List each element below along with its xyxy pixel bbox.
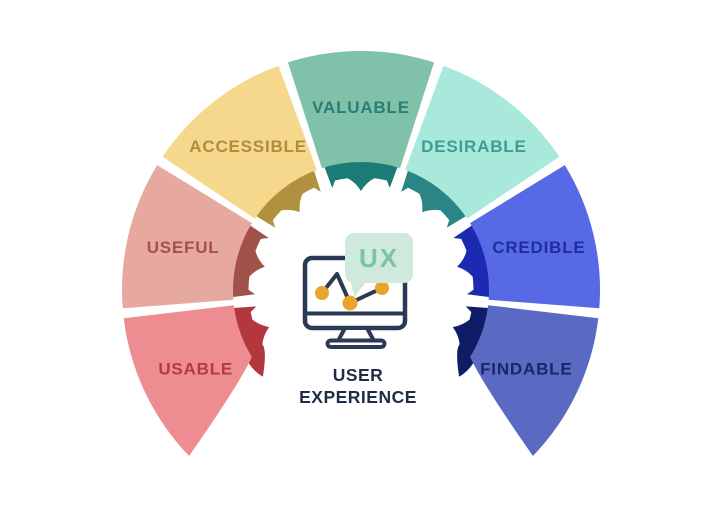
ux-bubble-label: UX: [359, 243, 399, 273]
segment-usable: [123, 305, 252, 456]
segment-band-valuable: [322, 156, 400, 191]
segment-valuable: [287, 50, 435, 169]
segment-desirable: [405, 65, 560, 219]
segment-label-useful: USEFUL: [147, 238, 220, 257]
segment-findable: [470, 305, 599, 456]
chart-dot: [315, 286, 329, 300]
segment-band-accessible: [251, 165, 321, 228]
segment-accessible: [162, 65, 317, 219]
chart-line: [320, 272, 384, 305]
segment-useful: [121, 165, 252, 309]
ux-bubble-tail: [350, 278, 369, 297]
segment-label-valuable: VALUABLE: [312, 98, 410, 117]
segment-band-findable: [452, 306, 494, 377]
segment-band-usable: [228, 306, 270, 377]
center-title-line-1: USER: [333, 365, 384, 385]
center-title-line-2: EXPERIENCE: [299, 387, 417, 407]
monitor-with-line-chart-icon: UX: [302, 233, 413, 349]
segment-label-credible: CREDIBLE: [492, 238, 585, 257]
segment-credible: [470, 165, 601, 309]
ux-bubble-body: [345, 233, 413, 283]
segment-band-desirable: [401, 165, 471, 228]
monitor-stand-base: [325, 338, 387, 349]
chart-dot: [342, 295, 358, 311]
segment-label-usable: USABLE: [158, 360, 233, 379]
ux-speech-bubble: UX: [345, 233, 413, 297]
chart-dot: [375, 281, 389, 295]
segment-label-accessible: ACCESSIBLE: [189, 137, 307, 156]
segment-label-desirable: DESIRABLE: [421, 137, 526, 156]
segment-label-findable: FINDABLE: [480, 360, 572, 379]
